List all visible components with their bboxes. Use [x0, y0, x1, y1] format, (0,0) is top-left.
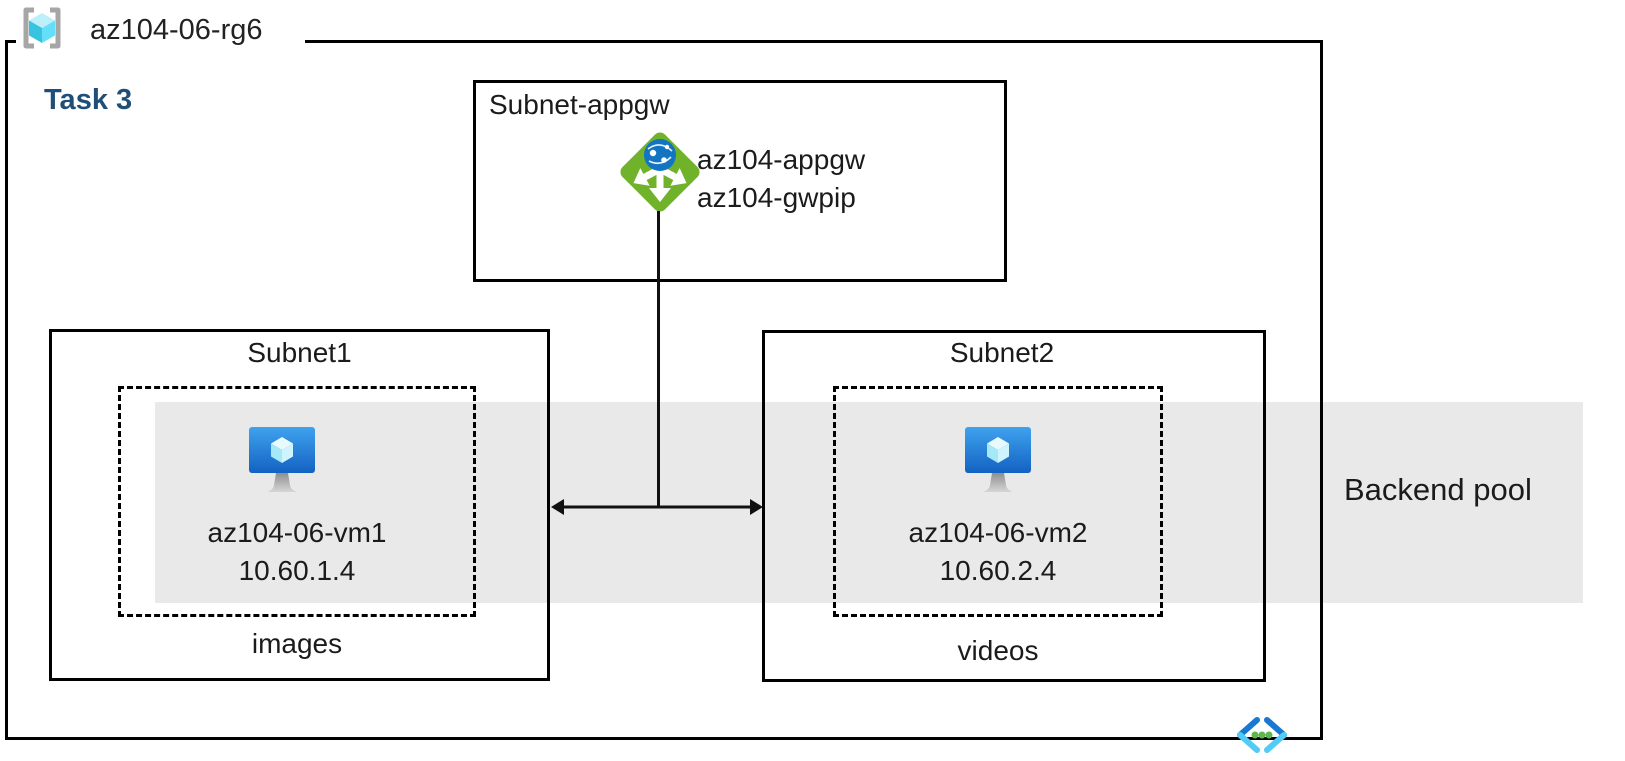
subnet1-backend-dashed-box	[118, 386, 476, 617]
resource-group-header: az104-06-rg6	[16, 4, 305, 56]
subnet1-box	[49, 329, 550, 681]
appgw-name: az104-appgw	[697, 144, 866, 175]
application-gateway-icon	[615, 127, 705, 222]
virtual-machine-icon	[249, 427, 315, 502]
resource-group-box	[5, 40, 1323, 740]
subnet1-title: Subnet1	[247, 337, 352, 368]
vm1-label: az104-06-vm1 10.60.1.4	[118, 514, 476, 590]
virtual-network-icon	[1235, 716, 1289, 759]
appgw-connector-line	[657, 211, 660, 507]
vm2-name: az104-06-vm2	[908, 517, 1088, 548]
subnet2-backend-dashed-box	[833, 386, 1163, 617]
vm1-ip: 10.60.1.4	[238, 555, 356, 586]
appgw-public-ip-name: az104-gwpip	[697, 182, 856, 213]
resource-group-name: az104-06-rg6	[90, 13, 263, 46]
subnet-appgw-title: Subnet-appgw	[489, 89, 670, 120]
vm2-ip: 10.60.2.4	[939, 555, 1057, 586]
resource-group-icon	[20, 7, 64, 54]
task-label: Task 3	[44, 84, 133, 116]
subnet2-box	[762, 330, 1266, 682]
subnet1-caption: images	[251, 628, 343, 659]
vm2-label: az104-06-vm2 10.60.2.4	[833, 514, 1163, 590]
backend-pool-label: Backend pool	[1344, 472, 1532, 507]
subnet-double-arrow	[551, 495, 763, 524]
vm1-name: az104-06-vm1	[207, 517, 387, 548]
subnet-appgw-box	[473, 80, 1007, 282]
appgw-resource-labels: az104-appgw az104-gwpip	[697, 141, 865, 217]
subnet2-title: Subnet2	[949, 337, 1055, 368]
backend-pool-band	[155, 402, 1583, 603]
subnet2-caption: videos	[957, 635, 1039, 666]
virtual-machine-icon	[965, 427, 1031, 502]
